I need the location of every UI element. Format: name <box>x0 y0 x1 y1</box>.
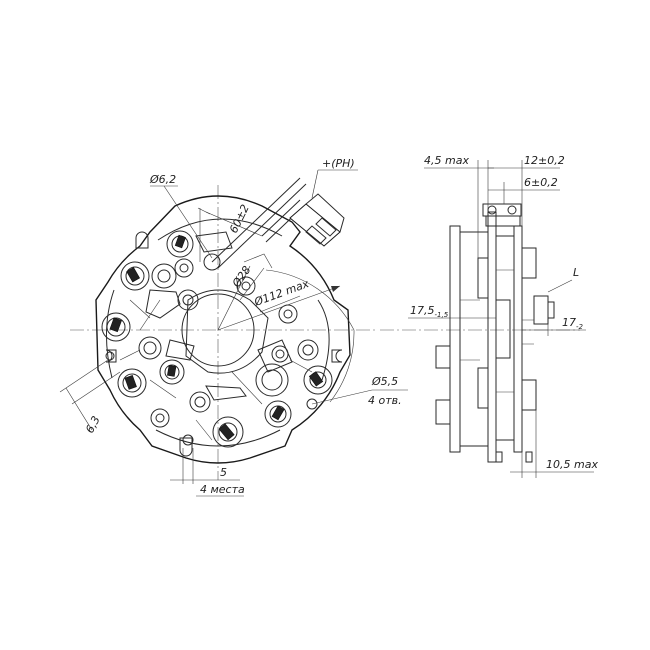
terminal-L <box>533 295 549 325</box>
label-phi112: Ø112 max <box>252 277 312 309</box>
label-4-places: 4 места <box>200 483 245 496</box>
side-view <box>380 160 594 478</box>
phi28-leader <box>217 265 251 331</box>
connecting-straps <box>119 231 313 441</box>
plate-right <box>513 225 523 453</box>
phi112-arc <box>265 269 355 403</box>
phi55-leader <box>311 389 373 405</box>
center-bore <box>181 293 255 367</box>
plate-left <box>449 225 461 453</box>
label-4-holes: 4 отв. <box>368 394 402 407</box>
dim-5 <box>170 448 244 497</box>
label-6-3: 6,3 <box>83 414 103 436</box>
label-17: 17-2 <box>562 316 584 331</box>
plate-inner-outline <box>106 218 330 447</box>
L-leader <box>547 279 573 293</box>
mounting-notches <box>105 231 343 457</box>
dim-6 <box>488 182 560 204</box>
ph-lead <box>211 169 358 269</box>
label-17-5-value: 17,5 <box>410 304 435 317</box>
center-bore-frame <box>185 289 269 374</box>
label-17-tol: -2 <box>576 323 584 331</box>
dim-17-5 <box>408 300 496 330</box>
label-phi62: Ø6,2 <box>149 173 176 186</box>
label-4-5-max: 4,5 max <box>424 154 469 167</box>
dim-17 <box>522 324 586 336</box>
front-view <box>59 169 408 497</box>
label-17-5-tol: -1,5 <box>435 311 449 319</box>
label-5: 5 <box>220 466 227 479</box>
plate-center <box>487 211 497 463</box>
dim-4-5 <box>424 160 494 258</box>
label-6: 6±0,2 <box>524 176 558 189</box>
label-plus-ph: +(PH) <box>322 157 355 170</box>
plate-outline <box>95 195 351 464</box>
label-L: L <box>573 266 579 279</box>
label-17-5: 17,5-1,5 <box>410 304 449 319</box>
diode-cells <box>101 230 333 448</box>
label-12: 12±0,2 <box>524 154 565 167</box>
phi112-leader <box>217 285 341 331</box>
label-phi55: Ø5,5 <box>371 375 398 388</box>
label-17-value: 17 <box>562 316 576 329</box>
dim-6-3 <box>59 359 121 431</box>
label-10-5-max: 10,5 max <box>546 458 598 471</box>
top-stud <box>482 203 522 217</box>
dim-60-line <box>205 211 263 237</box>
dim-10-5 <box>510 410 594 478</box>
dim-12 <box>488 160 560 226</box>
phi62-leader <box>163 185 213 259</box>
